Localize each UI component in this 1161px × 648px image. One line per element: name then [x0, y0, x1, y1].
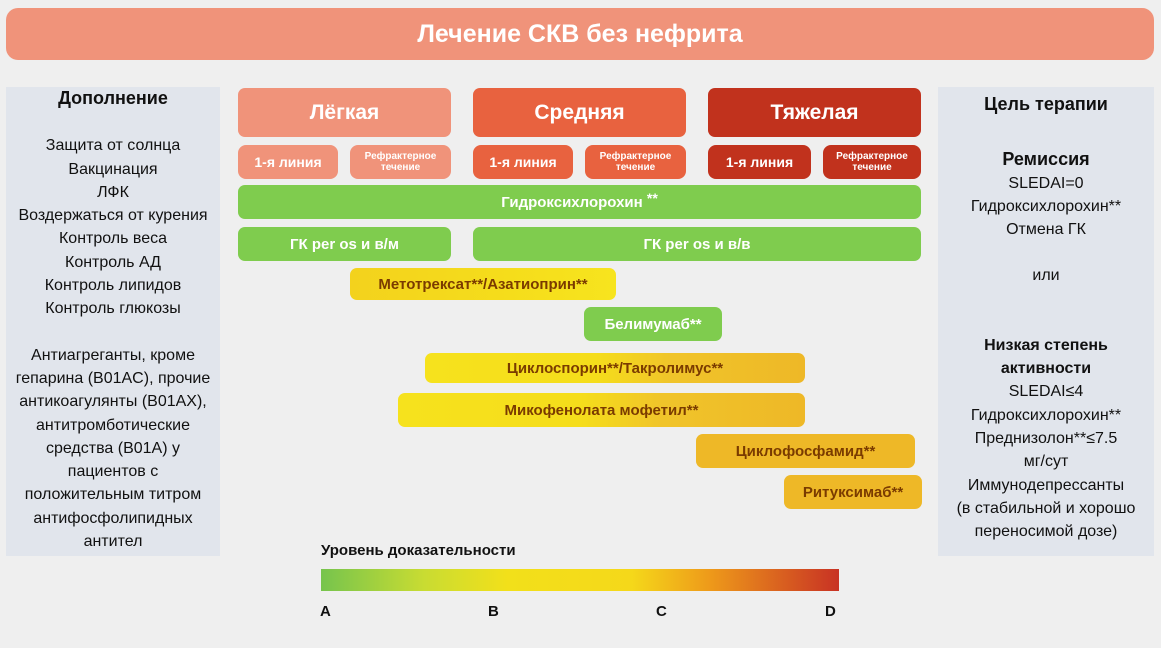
antiplatelet-note-line: средства (B01A) у	[45, 439, 180, 457]
hcq-mark: **	[646, 190, 658, 206]
antiplatelet-note-line: гепарина (B01AC), прочие	[15, 369, 211, 387]
therapy-goal-panel: Цель терапии Ремиссия SLEDAI=0 Гидроксих…	[938, 87, 1154, 556]
gk-moderate-bar: ГК per os и в/в	[473, 227, 921, 261]
severity-mild: Лёгкая	[238, 88, 451, 137]
evidence-gradient-bar	[321, 569, 839, 591]
low-activity-item: (в стабильной и хорошо	[956, 499, 1136, 517]
or-text: или	[1032, 267, 1060, 285]
remission-item: SLEDAI=0	[1008, 174, 1084, 192]
low-activity-item: Преднизолон**≤7.5	[974, 429, 1118, 447]
antiplatelet-note-line: антифосфолипидных	[33, 509, 193, 527]
therapy-goal-heading: Цель терапии	[984, 94, 1108, 114]
low-activity-item: переносимой дозе)	[974, 523, 1118, 541]
evidence-level-b: B	[488, 603, 499, 620]
supplement-panel: Дополнение Защита от солнца Вакцинация Л…	[6, 87, 220, 556]
antiplatelet-note-line: пациентов с	[67, 463, 159, 481]
refractory-label-2: течение	[852, 162, 892, 173]
supplement-heading: Дополнение	[58, 88, 168, 108]
supplement-item: Контроль глюкозы	[45, 300, 181, 318]
refractory-label: Рефрактерное	[836, 151, 908, 162]
supplement-item: Защита от солнца	[45, 137, 181, 155]
severe-first-line: 1-я линия	[708, 145, 811, 179]
antiplatelet-note-line: Антиагреганты, кроме	[31, 346, 195, 364]
methotrexate-azathioprine-bar: Метотрексат**/Азатиоприн**	[350, 268, 616, 300]
cyclophosphamide-bar: Циклофосфамид**	[696, 434, 915, 468]
low-activity-item: Гидроксихлорохин**	[970, 406, 1122, 424]
remission-item: Гидроксихлорохин**	[970, 197, 1122, 215]
antiplatelet-note-line: антител	[83, 533, 143, 551]
supplement-item: Контроль АД	[65, 253, 161, 271]
hydroxychloroquine-bar: Гидроксихлорохин **	[238, 185, 921, 219]
low-activity-item: мг/сут	[1023, 453, 1069, 471]
moderate-first-line: 1-я линия	[473, 145, 573, 179]
mild-first-line: 1-я линия	[238, 145, 338, 179]
severity-severe: Тяжелая	[708, 88, 921, 137]
cyclosporine-tacrolimus-bar: Циклоспорин**/Такролимус**	[425, 353, 805, 383]
refractory-label: Рефрактерное	[599, 151, 672, 162]
belimumab-bar: Белимумаб**	[584, 307, 722, 341]
antiplatelet-note-line: антитромботические	[36, 416, 190, 434]
supplement-item: Вакцинация	[68, 160, 158, 178]
remission-item: Отмена ГК	[1006, 221, 1086, 239]
low-activity-heading-2: активности	[1000, 360, 1092, 378]
evidence-level-d: D	[825, 603, 836, 620]
severity-moderate: Средняя	[473, 88, 686, 137]
gk-mild-bar: ГК per os и в/м	[238, 227, 451, 261]
page-title: Лечение СКВ без нефрита	[6, 8, 1154, 60]
refractory-label-2: течение	[615, 162, 656, 173]
refractory-label-2: течение	[380, 162, 421, 173]
evidence-level-c: C	[656, 603, 667, 620]
evidence-legend-title: Уровень доказательности	[321, 542, 516, 559]
rituximab-bar: Ритуксимаб**	[784, 475, 922, 509]
low-activity-item: SLEDAI≤4	[1008, 383, 1084, 401]
supplement-item: ЛФК	[97, 183, 129, 201]
antiplatelet-note-line: положительным титром	[24, 486, 202, 504]
antiplatelet-note-line: антикоагулянты (B01AX),	[19, 393, 207, 411]
refractory-label: Рефрактерное	[364, 151, 437, 162]
low-activity-item: Иммунодепрессанты	[967, 476, 1125, 494]
evidence-level-a: A	[320, 603, 331, 620]
low-activity-heading: Низкая степень	[984, 336, 1108, 354]
mycophenolate-bar: Микофенолата мофетил**	[398, 393, 805, 427]
hcq-label: Гидроксихлорохин	[501, 193, 643, 211]
supplement-item: Воздержаться от курения	[18, 207, 208, 225]
supplement-item: Контроль веса	[58, 230, 168, 248]
remission-heading: Ремиссия	[1002, 149, 1090, 170]
supplement-item: Контроль липидов	[44, 277, 182, 295]
